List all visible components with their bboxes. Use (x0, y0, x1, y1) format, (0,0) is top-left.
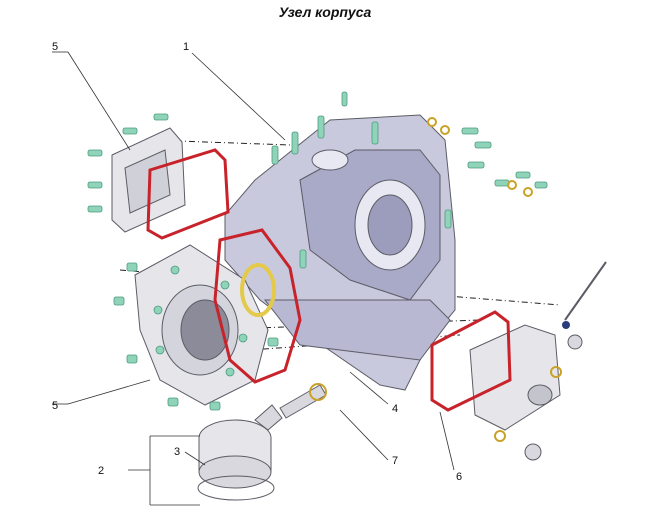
left-upper-gasket (146, 148, 230, 240)
left-bolts (87, 113, 169, 213)
right-gasket (430, 310, 512, 412)
seal-ring (240, 263, 276, 317)
callout-1: 1 (183, 41, 189, 53)
main-housing (224, 114, 456, 391)
callout-4: 4 (392, 403, 398, 415)
callout-7: 7 (392, 455, 398, 467)
leader-lines (52, 51, 455, 471)
shaft (279, 383, 327, 419)
callout-3: 3 (174, 446, 180, 458)
right-bolts (427, 117, 548, 197)
large-round-gasket (213, 228, 302, 384)
diagram-title: Узел корпуса (278, 4, 372, 20)
housing-studs (271, 91, 452, 269)
right-cover-plate (469, 324, 561, 431)
callout-2: 2 (98, 465, 104, 477)
breather-parts (494, 261, 607, 461)
callout-5-upper: 5 (52, 41, 58, 53)
callout-bracket-2 (128, 435, 200, 506)
callout-5-lower: 5 (52, 400, 58, 412)
flange-bolts (113, 262, 279, 411)
callout-6: 6 (456, 471, 462, 483)
cylinder-assembly (197, 404, 283, 501)
